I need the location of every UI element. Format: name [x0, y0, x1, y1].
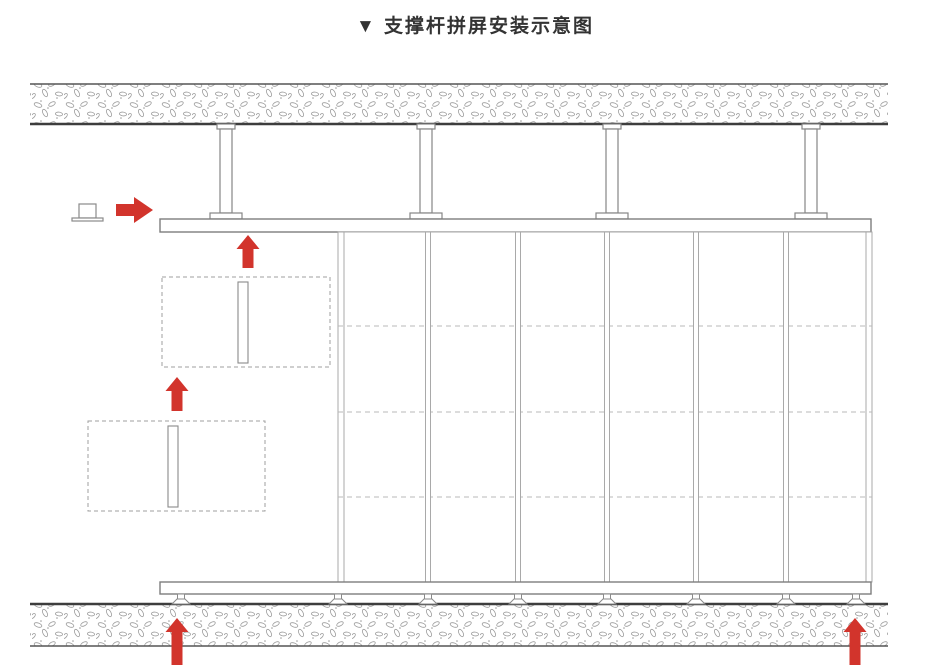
panel-wall [337, 231, 873, 583]
anchor-block-base [71, 217, 104, 222]
anchor-block [71, 203, 104, 222]
concrete-ceiling [30, 83, 888, 126]
leveling-foot [845, 593, 867, 605]
arrow-up-icon [165, 377, 189, 411]
rod-top-plate [602, 123, 622, 130]
loose-support-rod [167, 425, 179, 508]
rod-shaft [804, 128, 818, 214]
ceiling-support-rods [209, 123, 828, 220]
pending-panel-outline [161, 276, 331, 368]
direction-arrows [116, 197, 867, 665]
floor-hatch [30, 604, 888, 646]
rod-bottom-flange [209, 212, 243, 220]
leveling-foot [507, 593, 529, 605]
rod-shaft [219, 128, 233, 214]
top-rail [159, 218, 872, 233]
leveling-feet [170, 593, 867, 605]
support-rod [209, 123, 243, 220]
diagram-title: ▼ 支撑杆拼屏安装示意图 [355, 16, 595, 37]
support-rod [794, 123, 828, 220]
leveling-foot [685, 593, 707, 605]
leveling-foot [417, 593, 439, 605]
rod-top-plate [216, 123, 236, 130]
pending-panel-lower [87, 420, 266, 512]
arrow-up-icon [165, 618, 189, 665]
anchor-block-body [78, 203, 97, 219]
pending-panel-upper [161, 276, 331, 368]
leveling-foot [327, 593, 349, 605]
panel-mullion [515, 231, 521, 583]
rod-bottom-flange [794, 212, 828, 220]
rod-top-plate [416, 123, 436, 130]
support-rod [595, 123, 629, 220]
panel-mullion [783, 231, 789, 583]
arrow-up-icon [843, 618, 867, 665]
panel-mullion [425, 231, 431, 583]
leveling-foot [596, 593, 618, 605]
support-rod [409, 123, 443, 220]
loose-support-rod [237, 281, 249, 364]
panel-mullion [693, 231, 699, 583]
rod-shaft [605, 128, 619, 214]
ceiling-hatch [30, 84, 888, 124]
rod-bottom-flange [595, 212, 629, 220]
leveling-foot [170, 593, 192, 605]
panel-mullion [604, 231, 610, 583]
rod-bottom-flange [409, 212, 443, 220]
arrow-right-icon [116, 197, 153, 223]
rod-shaft [419, 128, 433, 214]
bottom-rail [159, 581, 872, 595]
concrete-floor [30, 602, 888, 647]
arrow-up-icon [236, 235, 260, 268]
leveling-foot [775, 593, 797, 605]
rod-top-plate [801, 123, 821, 130]
